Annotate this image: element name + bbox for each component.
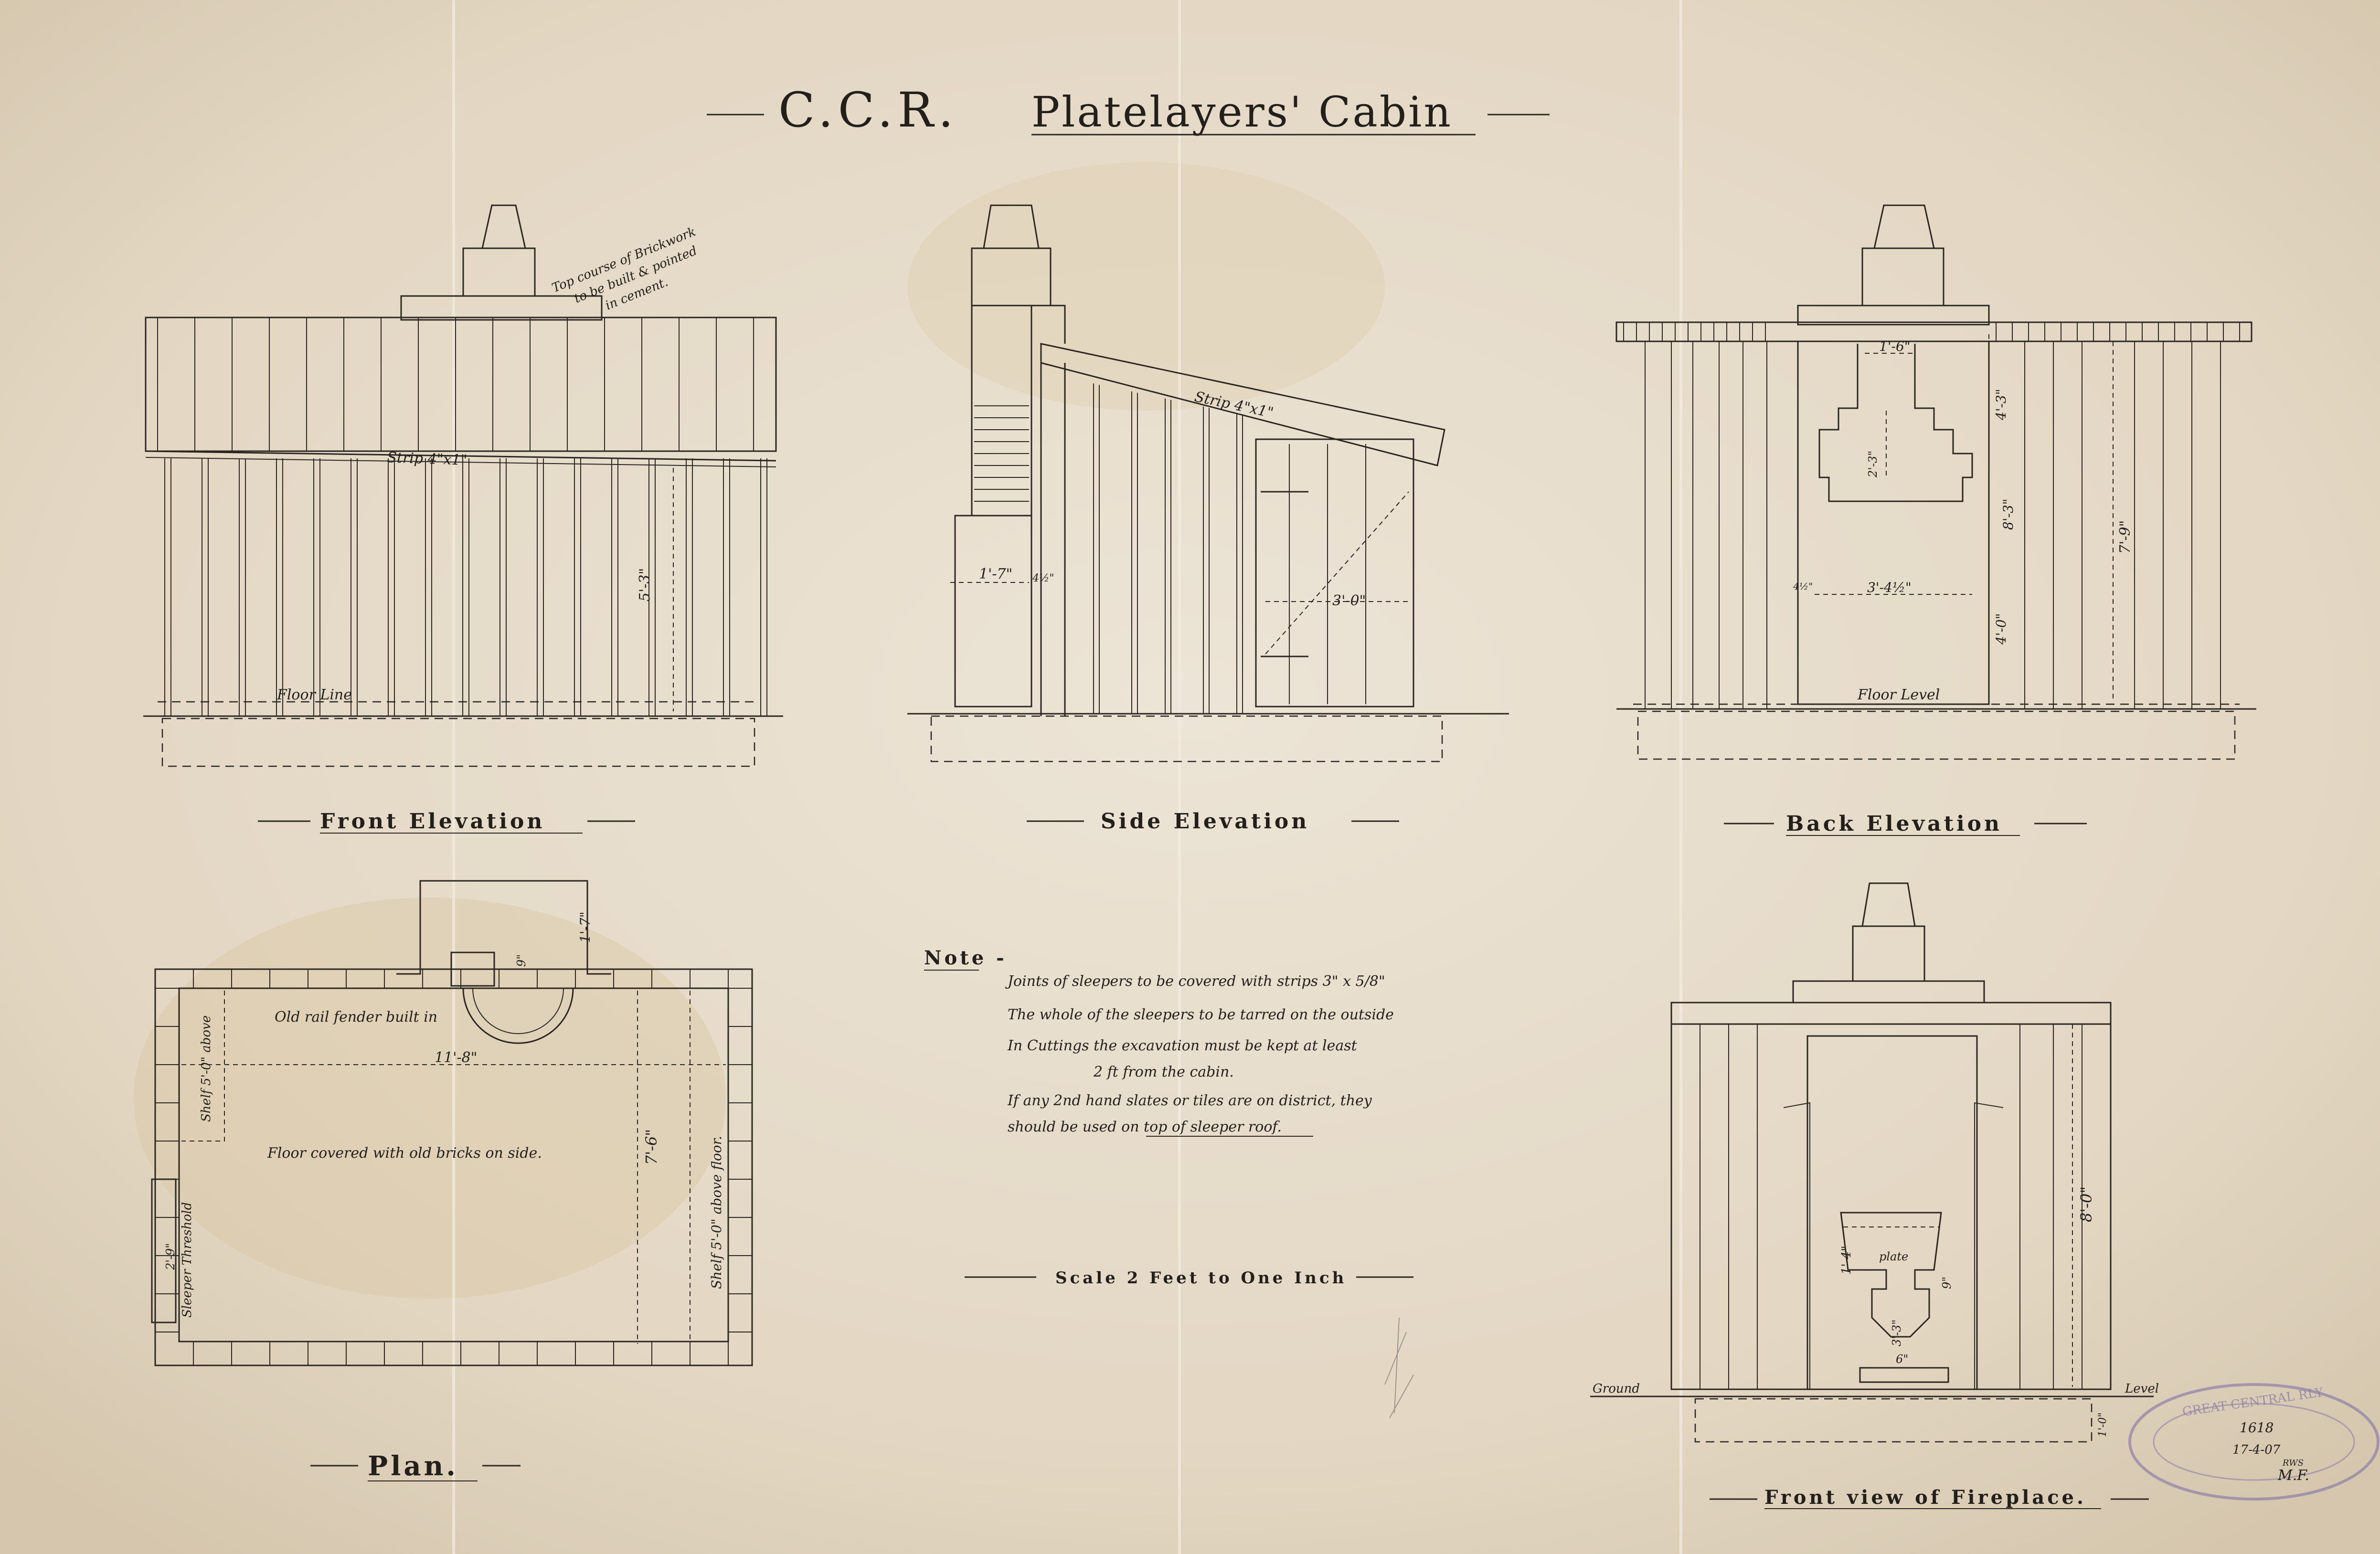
stamp-date: 17-4-07 — [2232, 1443, 2281, 1457]
scale-label: Scale 2 Feet to One Inch — [1055, 1269, 1347, 1288]
front-sleepers — [157, 317, 767, 716]
back-dim-total: 8'-3" — [2000, 498, 2016, 530]
plan-chimney-outline — [396, 880, 611, 975]
fireplace-footing-dim: 1'-0" — [2097, 1412, 2109, 1437]
plan-width-dim: 11'-8" — [435, 1049, 477, 1066]
side-elevation-label: Side Elevation — [1101, 809, 1309, 834]
note-line-1: Joints of sleepers to be covered with st… — [1005, 973, 1385, 990]
stamp-code: RWS — [2282, 1458, 2304, 1468]
back-flue-height-dim: 2'-3" — [1866, 451, 1880, 478]
fireplace-grate — [1840, 1212, 1942, 1338]
fireplace-dim-a: 1'-4" — [1839, 1246, 1854, 1275]
stain — [134, 898, 726, 1299]
note-line-5: If any 2nd hand slates or tiles are on d… — [1007, 1092, 1372, 1109]
fireplace-height-dim: 8'-0" — [2077, 1186, 2095, 1222]
side-gap-dim: 4½" — [1032, 572, 1054, 584]
title-company: C.C.R. — [778, 82, 958, 138]
stain — [907, 162, 1385, 411]
note-line-4: 2 ft from the cabin. — [1093, 1064, 1234, 1080]
front-roof-sleepers — [145, 317, 777, 452]
back-gap-dim: 4½" — [1793, 581, 1813, 592]
side-sleepers — [974, 383, 1366, 714]
plan-chimney-depth-dim: 1'-7" — [577, 911, 593, 943]
fireplace-ground-label: Ground — [1593, 1382, 1640, 1396]
fireplace-label: Front view of Fireplace. — [1764, 1486, 2086, 1509]
back-dim-upper: 4'-3" — [1993, 389, 2009, 421]
front-height-dim: 5'-3" — [637, 568, 653, 602]
back-opening-dim: 3'-4½" — [1867, 580, 1912, 595]
back-elevation: 1'-6" 2'-3" 4'-3" 8'-3" 4'-0" 3'-4½" 4½"… — [1615, 204, 2256, 836]
plan-bricks — [155, 969, 752, 1365]
fireplace-dim-d: 6" — [1896, 1353, 1908, 1366]
drawing-title: C.C.R. Platelayers' Cabin — [707, 82, 1550, 138]
scale-note: Scale 2 Feet to One Inch — [965, 1269, 1413, 1288]
back-elevation-label: Back Elevation — [1786, 812, 2002, 836]
plan-inner-wall — [178, 987, 729, 1343]
front-elevation-label: Front Elevation — [320, 809, 545, 834]
front-strip-label: Strip 4"x1" — [387, 449, 468, 469]
plan-threshold-label: Sleeper Threshold — [180, 1202, 194, 1318]
side-door-width-dim: 3'-0" — [1332, 592, 1366, 609]
plan-outer-wall — [154, 968, 753, 1366]
specification-note: Note - Joints of sleepers to be covered … — [924, 947, 1394, 1137]
back-wall-height-dim: 7'-9" — [2117, 520, 2134, 554]
fireplace-level-label: Level — [2125, 1382, 2159, 1396]
note-line-2: The whole of the sleepers to be tarred o… — [1008, 1006, 1394, 1023]
plan-fender — [462, 988, 574, 1044]
side-door — [1255, 438, 1414, 708]
front-floor-line-label: Floor Line — [276, 687, 352, 703]
plan-depth-dim: 7'-6" — [642, 1129, 660, 1165]
plan-flue-dim: 9" — [515, 954, 528, 967]
pencil-sketch — [1384, 1317, 1414, 1418]
fireplace-dim-c: 3'-3" — [1890, 1320, 1903, 1346]
plan-floor-label: Floor covered with old bricks on side. — [267, 1145, 542, 1162]
side-elevation: 1'-7" 4½" 3'-0" Strip 4"x1" Side Elevati… — [907, 204, 1509, 834]
fireplace-dim-b: 9" — [1940, 1277, 1954, 1289]
back-floor-level-label: Floor Level — [1857, 687, 1940, 703]
fireplace-plate-label: plate — [1879, 1250, 1908, 1263]
side-chimney-width-dim: 1'-7" — [979, 566, 1012, 582]
side-roof — [1040, 343, 1445, 466]
fireplace-view: plate 1'-4" 9" 3'-3" 6" 8'-0" Ground Lev… — [1590, 882, 2159, 1509]
plan-fender-label: Old rail fender built in — [275, 1009, 437, 1025]
plan-view: Old rail fender built in Floor covered w… — [151, 880, 753, 1482]
note-heading: Note - — [924, 947, 1007, 969]
note-line-3: In Cuttings the excavation must be kept … — [1007, 1037, 1358, 1054]
plan-shelf-left: Shelf 5'-0" above — [199, 1015, 213, 1122]
plan-shelf-right: Shelf 5'-0" above floor. — [709, 1136, 724, 1289]
note-line-6: should be used on top of sleeper roof. — [1008, 1119, 1282, 1135]
fireplace-sleepers — [1700, 1024, 2082, 1389]
title-main: Platelayers' Cabin — [1031, 87, 1453, 137]
plan-label: Plan. — [368, 1450, 458, 1482]
stamp-initials: M.F. — [2277, 1467, 2309, 1484]
plan-door-dim: 2'-9" — [164, 1243, 177, 1270]
back-dim-lower: 4'-0" — [1993, 613, 2009, 645]
fireplace-opening — [1806, 1035, 1978, 1390]
back-flue-width-dim: 1'-6" — [1879, 338, 1911, 354]
stamp-number: 1618 — [2240, 1420, 2274, 1436]
back-sleepers — [1623, 322, 2240, 709]
